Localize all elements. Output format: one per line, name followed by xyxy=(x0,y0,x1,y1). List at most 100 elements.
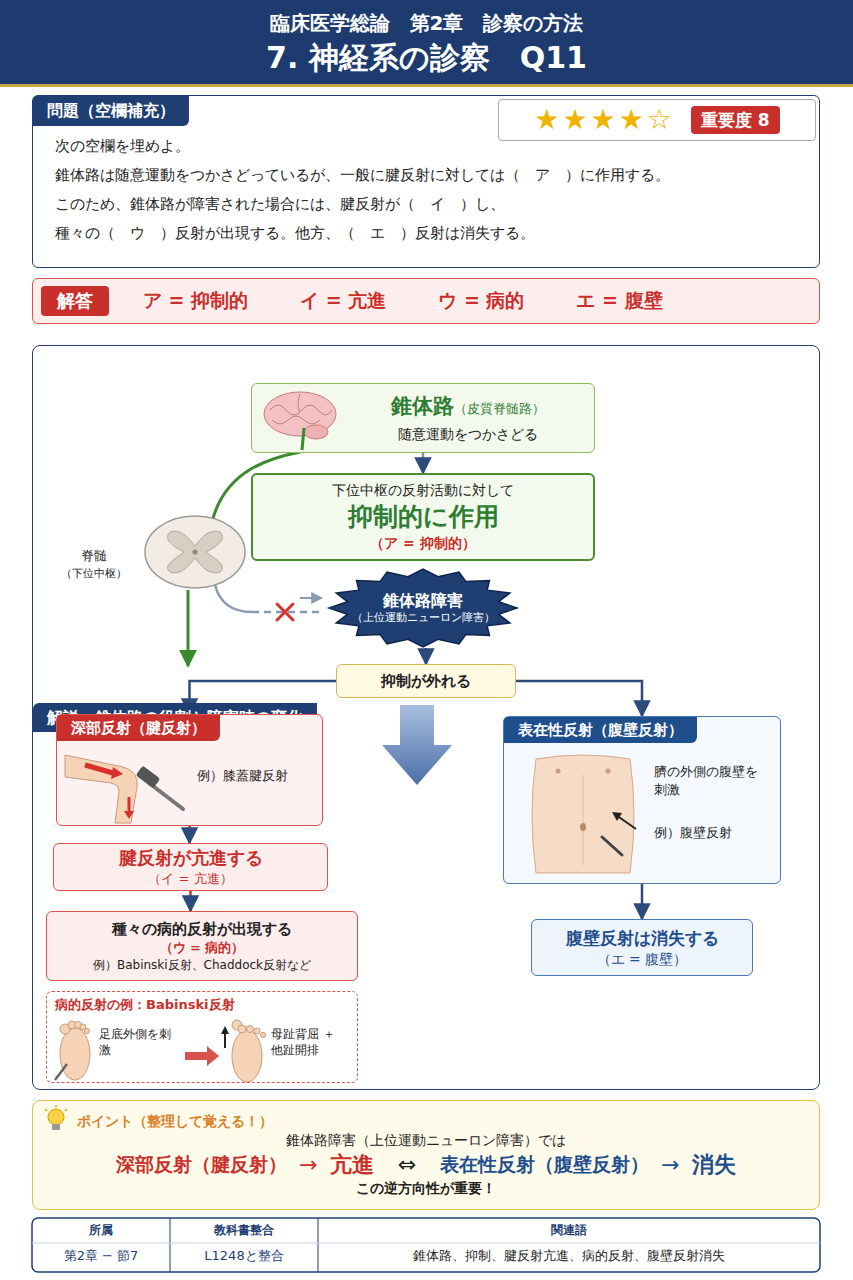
drawing-part xyxy=(238,1025,246,1033)
abdominal-loss-box: 腹壁反射は消失する（エ = 腹壁） xyxy=(531,919,753,976)
deep-reflex-panel: 深部反射（腱反射）例）膝蓋腱反射 xyxy=(56,714,323,826)
node-text: 抑制的に作用 xyxy=(253,500,593,534)
node-text: 錐体路は随意運動をつかさどっているが、一般に腱反射に対しては（ ア ）に作用する… xyxy=(33,161,819,190)
illustration xyxy=(43,1105,69,1135)
explanation-panel: 解説：錐体路の役割と障害時の変化錐体路（皮質脊髄路）随意運動をつかさどる下位中枢… xyxy=(32,345,820,1090)
node-text: 問題（空欄補充） xyxy=(33,96,189,126)
node-text: 随意運動をつかさどる xyxy=(342,425,594,444)
illustration xyxy=(258,388,342,450)
lesion-starburst: 錐体路障害（上位運動ニューロン障害） xyxy=(328,568,518,648)
connector-arrow xyxy=(188,826,191,843)
node-text: 足底外側を刺激 xyxy=(99,1026,179,1058)
node-text: 消失 xyxy=(692,1150,736,1180)
drawing-part xyxy=(272,416,320,424)
node-text: 母趾背屈 ＋他趾開排 xyxy=(271,1026,341,1058)
tract-box: 錐体路（皮質脊髄路） 随意運動をつかさどる xyxy=(251,383,595,453)
drawing-part xyxy=(193,550,198,555)
drawing-part xyxy=(304,425,328,439)
small-arrow xyxy=(300,597,322,599)
drawing-part xyxy=(580,823,586,831)
pathologic-reflex-box: 種々の病的反射が出現する（ウ = 病的）例）Babinski反射、Chaddoc… xyxy=(46,911,358,981)
node-text: （ウ = 病的） xyxy=(47,939,357,957)
section-title: 7. 神経系の診察 Q11 xyxy=(0,38,853,77)
drawing-part xyxy=(65,1109,67,1111)
node-text: ★★★★☆ xyxy=(534,106,675,134)
drawing-part xyxy=(55,1105,57,1107)
drawing-part xyxy=(45,1109,47,1111)
drawing-part xyxy=(136,766,161,789)
question-panel: 問題（空欄補充）次の空欄を埋めよ。錐体路は随意運動をつかさどっているが、一般に腱… xyxy=(32,95,820,268)
node-text: ア = 抑制的 xyxy=(143,288,248,314)
connector-arrow xyxy=(641,884,644,919)
drawing-part xyxy=(128,797,131,813)
node-text: イ = 亢進 xyxy=(300,288,386,314)
node-text: 錐体路障害 xyxy=(328,590,518,612)
release-box: 抑制が外れる xyxy=(336,664,516,698)
node-text: 種々の（ ウ ）反射が出現する。他方、（ エ ）反射は消失する。 xyxy=(33,219,819,248)
node-text: （エ = 腹壁） xyxy=(532,950,752,969)
illustration xyxy=(518,755,648,879)
node-text: 種々の病的反射が出現する xyxy=(47,919,357,939)
node-text: ポイント（整理して覚える！） xyxy=(43,1112,809,1131)
node-text: → xyxy=(661,1150,679,1180)
drawing-part xyxy=(277,604,293,620)
node-text: この逆方向性が重要！ xyxy=(43,1179,809,1198)
tract-line xyxy=(215,585,252,612)
drawing-part xyxy=(260,1032,265,1037)
node-text: （皮質脊髄路） xyxy=(454,400,545,418)
drawing-part xyxy=(55,1064,67,1080)
page-title: 臨床医学総論 第2章 診察の方法 xyxy=(0,10,853,36)
node-text: 亢進 xyxy=(330,1150,374,1180)
node-text: ⇔ xyxy=(398,1150,416,1180)
drawing-part xyxy=(302,428,304,450)
node-text: ウ = 病的 xyxy=(438,288,524,314)
node-text: 深部反射（腱反射） xyxy=(116,1152,287,1178)
drawing-part xyxy=(85,765,113,773)
node-text: 病的反射の例：Babinski反射 xyxy=(47,992,357,1018)
node-text: 例）腹壁反射 xyxy=(654,824,764,842)
drawing-part xyxy=(149,783,183,809)
anatomy-label: 脊髄 xyxy=(66,548,122,565)
node-text: 錐体路障害（上位運動ニューロン障害）では xyxy=(43,1131,809,1150)
drawing-part xyxy=(606,769,611,774)
drawing-part xyxy=(277,604,293,620)
node-text: 腹壁反射は消失する xyxy=(532,927,752,950)
table-cell: 第2章 − 節7 xyxy=(32,1248,170,1265)
connector-arrow xyxy=(425,648,428,664)
connector-arrow xyxy=(422,453,425,473)
node-text: （上位運動ニューロン障害） xyxy=(328,611,518,626)
hyperreflexia-box: 腱反射が亢進する（イ = 亢進） xyxy=(53,843,328,891)
drawing-part xyxy=(221,1026,229,1034)
node-text: エ = 腹壁 xyxy=(576,288,662,314)
node-text: 解答 xyxy=(41,286,109,316)
table-cell: L1248と整合 xyxy=(170,1248,318,1265)
node-text: このため、錐体路が障害された場合には、腱反射が（ イ ）し、 xyxy=(33,190,819,219)
node-text: → xyxy=(299,1150,317,1180)
drawing-part xyxy=(224,1032,226,1048)
node-text: 例）Babinski反射、Chaddock反射など xyxy=(47,957,357,973)
node-text: 錐体路 xyxy=(391,392,454,420)
drawing-part xyxy=(556,769,561,774)
table-header: 教科書整合 xyxy=(170,1223,318,1239)
drawing-part xyxy=(232,1030,262,1082)
node-text: （ア = 抑制的） xyxy=(253,534,593,553)
babinski-example-box: 病的反射の例：Babinski反射足底外側を刺激 母趾背屈 ＋他趾開排 xyxy=(46,991,358,1083)
big-down-arrow xyxy=(382,705,452,785)
drawing-part xyxy=(170,1218,171,1272)
point-box: ポイント（整理して覚える！）錐体路障害（上位運動ニューロン障害）では深部反射（腱… xyxy=(32,1100,820,1210)
drawing-part xyxy=(124,811,134,819)
drawing-part xyxy=(52,1124,60,1130)
drawing-part xyxy=(32,1218,820,1272)
superficial-reflex-panel: 表在性反射（腹壁反射） 臍の外側の腹壁を刺激例）腹壁反射 xyxy=(503,716,781,884)
drawing-part xyxy=(32,1243,820,1244)
drawing-part xyxy=(185,1046,219,1066)
node-text: 例）膝蓋腱反射 xyxy=(197,767,312,785)
drawing-part xyxy=(298,394,300,412)
rating-box: ★★★★☆重要度 8 xyxy=(498,99,816,141)
drawing-part xyxy=(65,755,137,823)
drawing-part xyxy=(270,405,332,415)
block-mark xyxy=(277,604,293,620)
descending-arrow xyxy=(187,590,190,666)
node-text: 表在性反射（腹壁反射） xyxy=(504,717,697,743)
node-text: 臍の外側の腹壁を刺激 xyxy=(654,763,764,798)
